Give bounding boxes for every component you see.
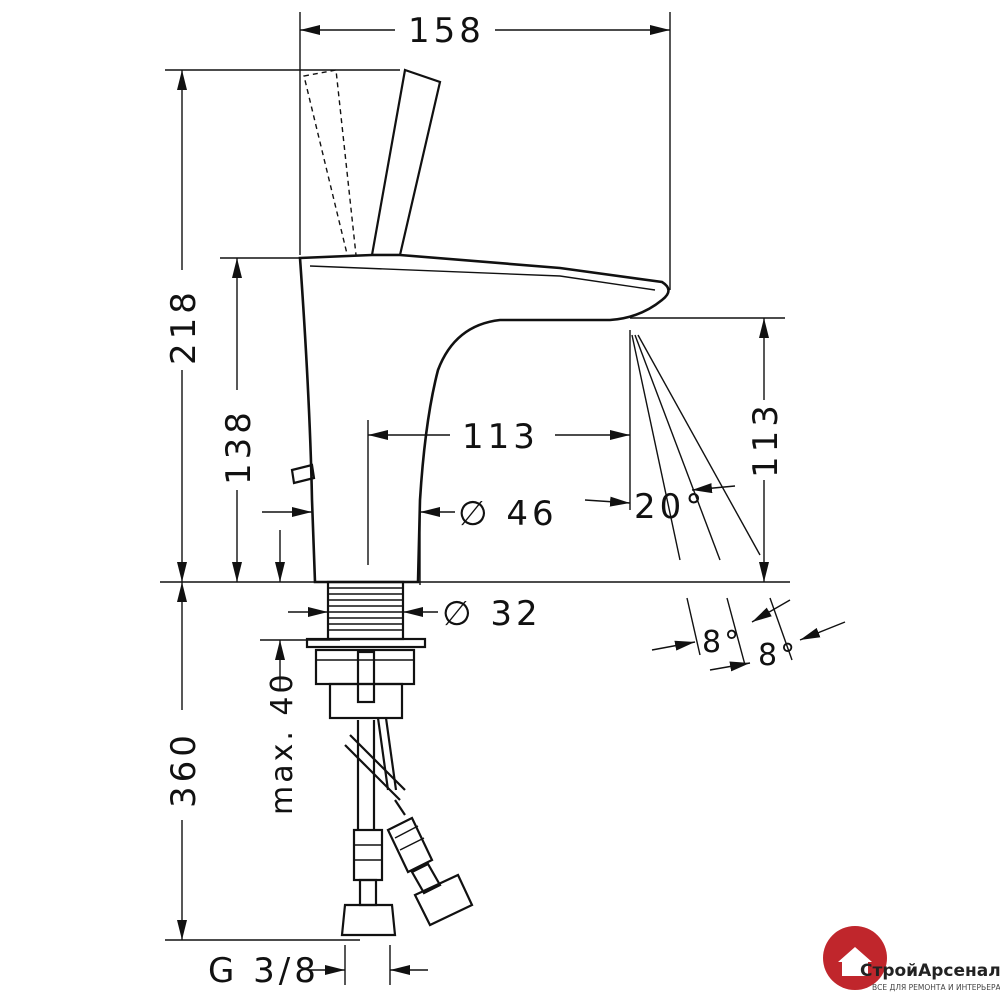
supply-hoses <box>340 717 474 937</box>
dim-spout-reach: 113 <box>462 417 539 457</box>
faucet-body <box>290 253 670 585</box>
brand-logo: СтройАрсенал ВСЕ ДЛЯ РЕМОНТА И ИНТЕРЬЕРА <box>823 926 1000 992</box>
dimension-lines <box>177 25 846 985</box>
dim-shank-diameter: ∅ 32 <box>442 594 542 634</box>
logo-name: СтройАрсенал <box>860 961 1000 981</box>
dim-angle-a: 8° <box>702 625 742 660</box>
dim-connection: G 3/8 <box>208 951 320 991</box>
shank <box>305 580 427 720</box>
dim-height-spout: 138 <box>219 408 259 485</box>
dim-body-diameter: ∅ 46 <box>458 494 558 534</box>
dim-angle-jet: 20° <box>634 487 706 527</box>
logo-tagline: ВСЕ ДЛЯ РЕМОНТА И ИНТЕРЬЕРА <box>872 983 1000 992</box>
house-icon <box>838 947 872 976</box>
dim-width-total: 158 <box>408 11 485 51</box>
dim-angle-b: 8° <box>758 638 798 673</box>
dim-max-thickness: max. 40 <box>265 671 300 815</box>
dim-below-counter: 360 <box>164 731 204 808</box>
dim-spout-height: 113 <box>746 401 786 478</box>
lever <box>303 68 442 259</box>
jet-lines <box>629 330 793 666</box>
extension-lines <box>160 12 790 941</box>
dim-height-total: 218 <box>164 288 204 365</box>
